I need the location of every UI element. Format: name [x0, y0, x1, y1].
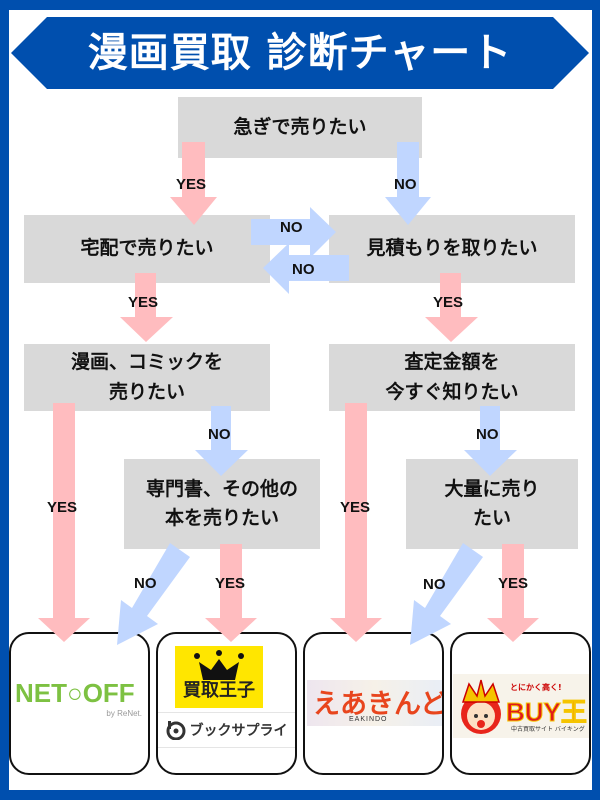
result-eakindo[interactable]: えあきんど EAKINDO — [303, 632, 444, 775]
book-supply-text: ブックサプライ — [189, 723, 288, 739]
label-no: NO — [292, 261, 315, 278]
label-yes: YES — [176, 176, 207, 193]
kaitori-ouji-text: 買取王子 — [183, 680, 255, 701]
label-no: NO — [280, 219, 303, 236]
crown-icon — [194, 650, 244, 680]
question-bulk: 大量に売り たい — [406, 459, 578, 549]
label-no: NO — [134, 575, 157, 592]
question-text: 専門書、その他の — [145, 477, 298, 500]
question-urgent: 急ぎで売りたい — [178, 97, 422, 158]
label-no: NO — [208, 426, 231, 443]
no-arrows — [117, 142, 517, 645]
question-text: 売りたい — [108, 380, 185, 403]
label-no: NO — [423, 576, 446, 593]
yes-arrows — [38, 142, 539, 642]
book-supply-icon — [166, 721, 185, 740]
label-no: NO — [394, 176, 417, 193]
netoff-byline: by ReNet. — [106, 709, 142, 718]
buyou-subtext: 中古買取サイト バイキング — [511, 726, 585, 733]
book-supply-logo: ブックサプライ — [158, 712, 295, 748]
question-price-now: 査定金額を 今すぐ知りたい — [329, 344, 575, 411]
question-text: 見積もりを取りたい — [366, 237, 538, 260]
buyou-logo-text: BUY王 — [506, 697, 588, 728]
question-text: 査定金額を — [404, 351, 500, 374]
label-yes: YES — [47, 499, 78, 516]
label-yes: YES — [433, 294, 464, 311]
eakindo-subtext: EAKINDO — [349, 716, 388, 723]
netoff-logo: NET○OFF by ReNet. — [15, 678, 148, 718]
question-text: 大量に売り — [444, 477, 540, 500]
result-netoff[interactable]: NET○OFF by ReNet. — [9, 632, 150, 775]
label-yes: YES — [215, 575, 246, 592]
question-text: 漫画、コミックを — [70, 351, 223, 374]
question-text: 宅配で売りたい — [80, 237, 214, 260]
question-text: 急ぎで売りたい — [233, 115, 367, 138]
king-mascot-icon — [461, 679, 501, 734]
question-manga: 漫画、コミックを 売りたい — [24, 344, 270, 411]
page-title: 漫画買取 診断チャート — [87, 30, 513, 76]
question-text: 今すぐ知りたい — [385, 380, 519, 403]
label-yes: YES — [498, 575, 529, 592]
title-banner: 漫画買取 診断チャート — [11, 17, 589, 89]
question-text: たい — [472, 507, 511, 529]
question-text: 本を売りたい — [164, 507, 279, 529]
question-estimate: 見積もりを取りたい — [329, 215, 575, 283]
result-kaitori-ouji[interactable]: 買取王子 ブックサプライ — [156, 632, 297, 775]
netoff-logo-text: NET○OFF — [15, 678, 135, 708]
question-delivery: 宅配で売りたい — [24, 215, 270, 283]
label-yes: YES — [340, 499, 371, 516]
label-yes: YES — [128, 294, 159, 311]
eakindo-logo: えあきんど EAKINDO — [307, 680, 442, 726]
eakindo-logo-text: えあきんど — [313, 689, 444, 720]
banner-shape — [11, 17, 589, 89]
buyou-logo: とにかく高く! BUY王 中古買取サイト バイキング — [453, 674, 589, 738]
buyou-tagline: とにかく高く! — [510, 683, 562, 692]
result-buyou[interactable]: とにかく高く! BUY王 中古買取サイト バイキング — [450, 632, 591, 775]
label-no: NO — [476, 426, 499, 443]
kaitori-ouji-logo: 買取王子 — [175, 646, 263, 708]
